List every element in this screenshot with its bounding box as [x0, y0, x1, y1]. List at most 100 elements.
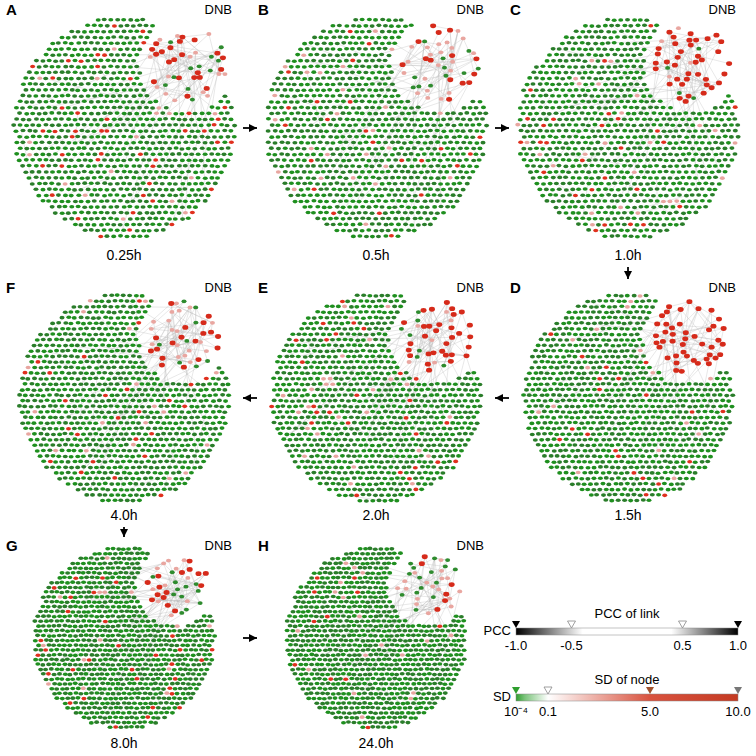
gene-node — [319, 188, 324, 192]
gene-node — [383, 36, 388, 40]
gene-node — [102, 194, 107, 198]
gene-node — [371, 129, 376, 133]
gene-node — [473, 152, 478, 156]
gene-node — [419, 111, 424, 115]
gene-node — [363, 71, 368, 75]
gene-node — [167, 182, 172, 186]
gene-node — [354, 158, 359, 162]
gene-node — [111, 223, 116, 227]
gene-node — [376, 152, 381, 156]
gene-node — [292, 153, 297, 157]
gene-node — [102, 205, 107, 209]
gene-node — [383, 165, 388, 169]
gene-node — [106, 36, 111, 40]
gene-node — [85, 141, 90, 145]
gene-node — [161, 123, 166, 127]
gene-node — [383, 24, 388, 28]
gene-node — [89, 112, 94, 116]
time-label: 0.25h — [6, 248, 242, 263]
gene-node — [76, 171, 81, 175]
gene-node — [321, 159, 326, 163]
dnb-node — [172, 98, 177, 102]
gene-node — [102, 181, 107, 185]
gene-node — [33, 82, 38, 86]
network-link — [156, 44, 188, 89]
gene-node — [92, 71, 97, 75]
gene-node — [292, 117, 297, 121]
gene-node — [350, 83, 355, 87]
gene-node — [380, 112, 385, 116]
gene-node — [374, 124, 379, 128]
gene-node — [47, 71, 52, 75]
gene-node — [449, 129, 454, 133]
gene-node — [72, 35, 77, 39]
gene-node — [102, 158, 107, 162]
gene-node — [285, 164, 290, 168]
gene-node — [222, 140, 227, 144]
gene-node — [118, 187, 123, 191]
gene-node — [115, 30, 120, 34]
gene-node — [167, 135, 172, 139]
gene-node — [308, 205, 313, 209]
gene-node — [167, 205, 172, 209]
gene-node — [308, 100, 313, 104]
gene-node — [33, 94, 38, 98]
gene-node — [76, 41, 81, 45]
dnb-node — [193, 51, 198, 55]
gene-node — [82, 112, 87, 116]
network-link — [337, 93, 417, 207]
gene-node — [376, 176, 381, 180]
gene-node — [341, 159, 346, 163]
gene-node — [89, 76, 94, 80]
gene-node — [60, 70, 65, 74]
gene-node — [144, 36, 149, 40]
gene-node — [438, 159, 443, 163]
gene-node — [134, 100, 139, 104]
gene-node — [327, 100, 332, 104]
gene-node — [20, 106, 25, 110]
gene-node — [295, 170, 300, 174]
gene-node — [134, 30, 139, 34]
gene-node — [147, 217, 152, 221]
gene-node — [60, 211, 65, 215]
gene-node — [190, 211, 195, 215]
gene-node — [147, 147, 152, 151]
gene-node — [366, 205, 371, 209]
gene-node — [137, 23, 142, 27]
gene-node — [66, 211, 71, 215]
gene-node — [183, 176, 188, 180]
gene-node — [193, 205, 198, 209]
gene-node — [402, 176, 407, 180]
gene-node — [328, 65, 333, 69]
gene-node — [167, 158, 172, 162]
gene-node — [24, 112, 29, 116]
gene-node — [59, 200, 64, 204]
gene-node — [341, 217, 346, 221]
gene-node — [399, 30, 404, 34]
network-link — [419, 42, 439, 45]
gene-node — [321, 29, 326, 33]
gene-node — [228, 129, 233, 133]
gene-node — [115, 182, 120, 186]
gene-node — [114, 205, 119, 209]
gene-node — [341, 111, 346, 115]
gene-node — [367, 135, 372, 139]
network-illustration — [258, 2, 494, 266]
gene-node — [429, 152, 434, 156]
gene-node — [27, 105, 32, 109]
gene-node — [350, 118, 355, 122]
gene-node — [396, 36, 401, 40]
gene-node — [279, 165, 284, 169]
gene-node — [73, 129, 78, 133]
gene-node — [109, 77, 114, 81]
gene-node — [180, 159, 185, 163]
gene-node — [30, 182, 35, 186]
gene-node — [128, 41, 133, 45]
gene-node — [95, 53, 100, 57]
gene-node — [137, 234, 142, 238]
gene-node — [425, 112, 430, 116]
gene-node — [422, 130, 427, 134]
gene-node — [125, 117, 130, 121]
gene-node — [127, 100, 132, 104]
gene-node — [177, 164, 182, 168]
